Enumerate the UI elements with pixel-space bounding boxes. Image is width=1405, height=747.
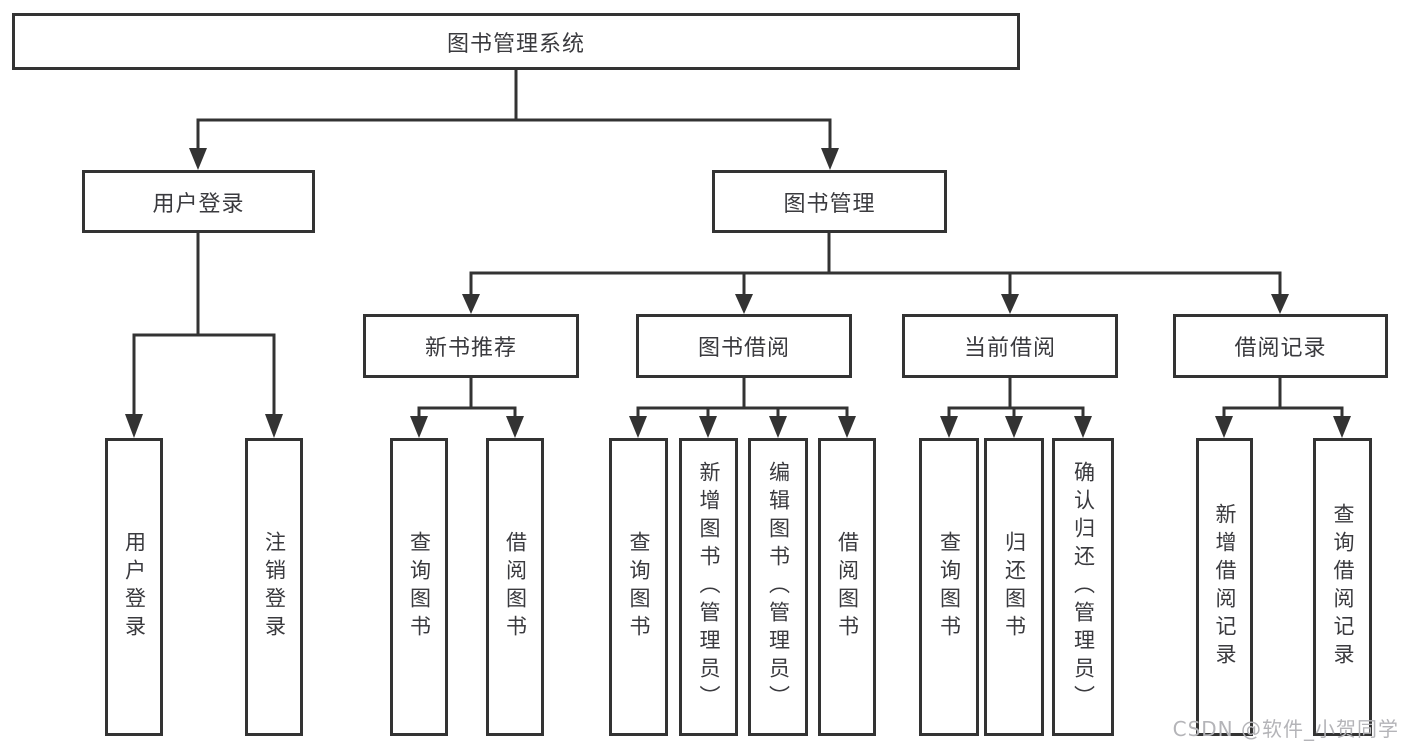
leaf-add-borrow-record-label: 新增借阅记录 [1213,503,1237,671]
node-user-login-label: 用户登录 [152,191,245,217]
watermark: CSDN @软件_小贺同学 [1172,717,1399,741]
node-book-borrow: 图书借阅 [636,314,852,378]
connector-borrow-records-to-leaves [1215,378,1351,438]
leaf-query-borrow-record: 查询借阅记录 [1313,438,1372,736]
leaf-return-book-label: 归还图书 [1002,531,1027,643]
leaf-current-query-books-label: 查询图书 [937,531,962,643]
node-current-borrow: 当前借阅 [902,314,1118,378]
node-borrow-records: 借阅记录 [1173,314,1388,378]
node-book-management-label: 图书管理 [783,191,876,217]
node-library-management-system: 图书管理系统 [12,13,1020,70]
leaf-logout: 注销登录 [245,438,303,736]
leaf-edit-book-admin-label: 编辑图书（管理员） [766,461,791,713]
leaf-confirm-return-admin-label: 确认归还（管理员） [1071,461,1096,713]
leaf-return-book: 归还图书 [984,438,1044,736]
node-book-borrow-label: 图书借阅 [697,336,790,361]
node-library-management-system-label: 图书管理系统 [446,31,585,57]
node-new-book-recommend-label: 新书推荐 [424,336,517,361]
leaf-borrow-borrow-books: 借阅图书 [818,438,876,736]
node-user-login: 用户登录 [82,170,315,233]
connector-book-management-to-level3 [462,233,1289,314]
leaf-recommend-borrow-books-label: 借阅图书 [503,531,528,643]
leaf-logout-label: 注销登录 [262,531,287,643]
node-book-management: 图书管理 [712,170,947,233]
leaf-user-login-label: 用户登录 [122,531,147,643]
leaf-borrow-query-books-label: 查询图书 [627,531,651,643]
leaf-add-book-admin: 新增图书（管理员） [679,438,738,736]
node-current-borrow-label: 当前借阅 [963,336,1056,361]
leaf-recommend-query-books-label: 查询图书 [407,531,432,643]
leaf-edit-book-admin: 编辑图书（管理员） [748,438,808,736]
leaf-query-borrow-record-label: 查询借阅记录 [1331,503,1355,671]
leaf-confirm-return-admin: 确认归还（管理员） [1052,438,1114,736]
connector-current-borrow-to-leaves [940,378,1092,438]
leaf-add-borrow-record: 新增借阅记录 [1196,438,1253,736]
node-new-book-recommend: 新书推荐 [363,314,579,378]
leaf-borrow-query-books: 查询图书 [609,438,668,736]
connector-user-login-to-leaves [125,233,283,438]
leaf-user-login: 用户登录 [105,438,163,736]
leaf-recommend-borrow-books: 借阅图书 [486,438,544,736]
leaf-add-book-admin-label: 新增图书（管理员） [697,461,721,713]
leaf-current-query-books: 查询图书 [919,438,979,736]
leaf-borrow-borrow-books-label: 借阅图书 [835,531,860,643]
node-borrow-records-label: 借阅记录 [1234,336,1327,361]
leaf-recommend-query-books: 查询图书 [390,438,448,736]
connector-book-borrow-to-leaves [629,378,856,438]
connector-new-book-recommend-to-leaves [410,378,524,438]
connector-root-to-level2 [189,70,839,170]
